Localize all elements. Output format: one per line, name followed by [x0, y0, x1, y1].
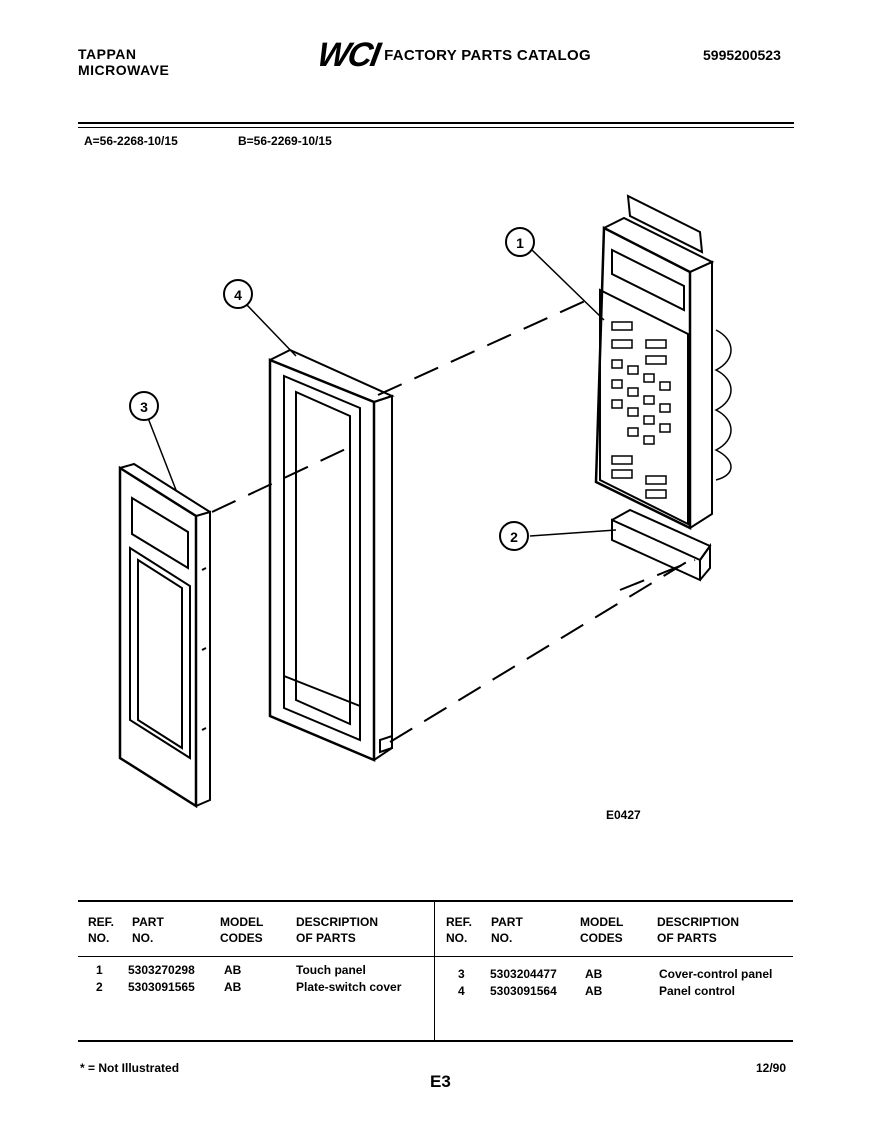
row-ref: 2: [96, 980, 103, 994]
part-cover-control-panel: [118, 462, 211, 809]
row-part: 5303091565: [128, 980, 195, 994]
header-ref: REF.NO.: [88, 915, 115, 945]
footer-note: * = Not Illustrated: [80, 1061, 180, 1075]
model-a: A=56-2268-10/15: [84, 134, 178, 148]
header-rule-bottom: [78, 127, 794, 128]
brand-block: TAPPAN MICROWAVE: [78, 46, 169, 78]
callout-4-label: 4: [234, 287, 242, 303]
brand-line-2: MICROWAVE: [78, 62, 170, 78]
row-desc: Plate-switch cover: [296, 980, 402, 994]
alignment-lines: [211, 295, 696, 743]
callout-4: 4: [223, 279, 253, 309]
callout-1-label: 1: [516, 235, 524, 251]
callout-3-label: 3: [140, 399, 148, 415]
model-b: B=56-2269-10/15: [238, 134, 332, 148]
row-codes: AB: [585, 984, 603, 998]
catalog-title: FACTORY PARTS CATALOG: [384, 46, 591, 64]
table-divider: [434, 900, 435, 1040]
header-ref-right: REF.NO.: [446, 915, 473, 945]
part-plate-switch-cover: [611, 508, 712, 582]
catalog-number: 5995200523: [703, 47, 781, 63]
row-desc: Touch panel: [296, 963, 366, 977]
row-codes: AB: [224, 980, 242, 994]
row-codes: AB: [224, 963, 242, 977]
row-part: 5303270298: [128, 963, 195, 977]
row-part: 5303204477: [490, 967, 557, 981]
page-number: E3: [430, 1072, 451, 1091]
part-panel-control-frame: [268, 348, 395, 762]
brand-line-1: TAPPAN: [78, 46, 137, 62]
row-ref: 1: [96, 963, 103, 977]
header-rule-top: [78, 122, 794, 124]
callout-3: 3: [129, 391, 159, 421]
row-part: 5303091564: [490, 984, 557, 998]
callout-2-label: 2: [510, 529, 518, 545]
exploded-diagram: 1 2 3 4: [118, 194, 732, 809]
catalog-header: WCI FACTORY PARTS CATALOG: [315, 36, 591, 74]
leader-lines: [147, 249, 617, 537]
row-codes: AB: [585, 967, 603, 981]
row-ref: 4: [458, 984, 465, 998]
row-desc: Panel control: [659, 984, 736, 998]
callout-1: 1: [505, 227, 535, 257]
table-rule-header: [78, 956, 793, 957]
table-rule-top: [78, 900, 793, 902]
diagram-code: E0427: [606, 808, 641, 822]
part-touch-panel: [594, 194, 732, 531]
row-desc: Cover-control panel: [659, 967, 773, 981]
row-ref: 3: [458, 967, 465, 981]
table-rule-bottom: [78, 1040, 793, 1042]
footer-date: 12/90: [756, 1061, 787, 1075]
callout-2: 2: [499, 521, 529, 551]
